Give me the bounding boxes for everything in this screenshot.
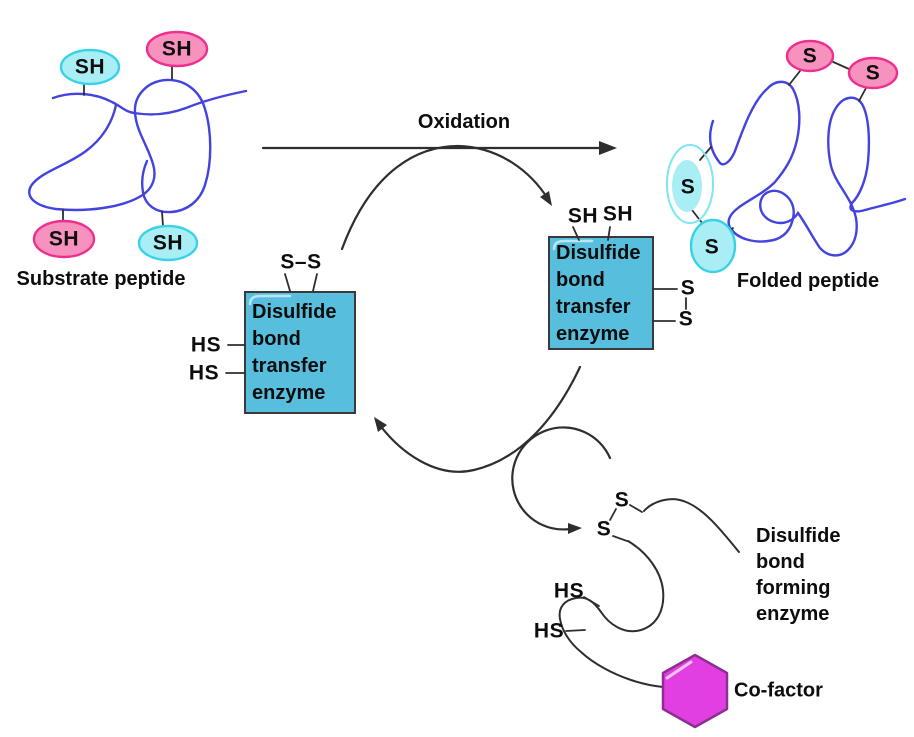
folded-thiol-pink-2 bbox=[847, 56, 899, 90]
forming-s2-link bbox=[612, 535, 628, 542]
forming-hs-label-1: HS bbox=[553, 579, 585, 603]
cycle-arrow-top-group bbox=[340, 144, 552, 251]
cycle-arrow-return-curve bbox=[377, 365, 582, 473]
folded-chain-tangle bbox=[709, 80, 907, 257]
transfer-enzyme-left-label: Disulfide bond transfer enzyme bbox=[252, 301, 337, 404]
substrate-chain-top-strand bbox=[51, 89, 248, 116]
oxidation-arrow-group bbox=[261, 141, 617, 155]
folded-peptide-group bbox=[666, 39, 907, 274]
folded-s-label-a: S bbox=[802, 44, 818, 68]
folded-thiol-pink-1 bbox=[785, 39, 835, 73]
folded-s-label-d: S bbox=[704, 235, 720, 259]
oxidation-label: Oxidation bbox=[417, 111, 511, 133]
forming-enzyme-group bbox=[558, 498, 740, 729]
substrate-peptide-label: Substrate peptide bbox=[16, 268, 186, 290]
forming-s-label-1: S bbox=[614, 488, 630, 512]
right-enzyme-s-label-1: S bbox=[680, 276, 696, 300]
forming-s-label-2: S bbox=[596, 517, 612, 541]
left-enzyme-hs-label-1: HS bbox=[190, 333, 222, 357]
folded-thiol-cyan-2 bbox=[689, 218, 737, 274]
cofactor-label: Co-factor bbox=[734, 679, 823, 702]
cycle-arrow-loop-head bbox=[568, 523, 582, 534]
folded-thiol-cyan-glow bbox=[666, 144, 714, 224]
left-ss-link-2 bbox=[312, 273, 318, 292]
cycle-arrow-return-head bbox=[374, 417, 387, 432]
substrate-sh-label-2: SH bbox=[161, 37, 193, 61]
transfer-enzyme-right-box bbox=[548, 236, 654, 350]
cycle-arrow-loop-group bbox=[511, 426, 612, 534]
folded-ss-top-bond bbox=[830, 60, 850, 70]
cofactor-hexagon-sheen bbox=[665, 660, 693, 680]
forming-hs2-link bbox=[565, 629, 586, 632]
transfer-enzyme-right-sheen bbox=[552, 239, 594, 251]
folded-s-b-link bbox=[858, 87, 867, 102]
right-sh2-link bbox=[607, 226, 611, 241]
left-ss-link-1 bbox=[284, 273, 291, 292]
substrate-sh-label-4: SH bbox=[152, 231, 184, 255]
forming-chain-top-strand bbox=[643, 498, 740, 553]
substrate-thiol-pink-2 bbox=[32, 219, 96, 259]
left-enzyme-ss-label: S–S bbox=[280, 250, 322, 274]
cycle-arrow-top-curve bbox=[340, 144, 550, 251]
right-enzyme-sh-label-1: SH bbox=[567, 204, 599, 228]
transfer-enzyme-right-label: Disulfide bond transfer enzyme bbox=[556, 242, 641, 345]
right-sh1-link bbox=[572, 226, 580, 241]
forming-enzyme-label: Disulfide bond forming enzyme bbox=[756, 525, 841, 625]
oxidation-arrow-head bbox=[599, 141, 617, 155]
cycle-arrow-loop-curve bbox=[511, 426, 612, 531]
substrate-sh-label-3: SH bbox=[48, 227, 80, 251]
substrate-thiol-pink-1 bbox=[145, 30, 209, 68]
folded-s-label-c: S bbox=[680, 175, 696, 199]
forming-chain-bottom-strand bbox=[558, 540, 665, 688]
forming-hs-label-2: HS bbox=[533, 619, 565, 643]
folded-s-a-link bbox=[788, 70, 801, 86]
folded-thiol-cyan-1 bbox=[672, 160, 702, 212]
forming-s1-link bbox=[629, 504, 643, 513]
folded-s-label-b: S bbox=[865, 61, 881, 85]
substrate-thiol-cyan-1 bbox=[59, 48, 121, 86]
folded-peptide-label: Folded peptide bbox=[736, 270, 880, 292]
cofactor-hexagon bbox=[661, 653, 729, 729]
cycle-arrow-return-group bbox=[374, 365, 582, 473]
left-enzyme-hs-label-2: HS bbox=[188, 361, 220, 385]
cycle-arrow-top-head bbox=[540, 191, 552, 206]
substrate-thiol-cyan-2 bbox=[137, 224, 199, 262]
substrate-peptide-group bbox=[28, 30, 248, 262]
substrate-sh4-bond bbox=[161, 211, 164, 227]
right-enzyme-s-label-2: S bbox=[678, 307, 694, 331]
substrate-chain-tangle bbox=[28, 78, 212, 214]
transfer-enzyme-right-group bbox=[548, 226, 687, 350]
transfer-enzyme-left-box bbox=[244, 291, 356, 414]
right-enzyme-sh-label-2: SH bbox=[602, 202, 634, 226]
forming-ss-bond bbox=[609, 508, 617, 521]
forming-hs1-link bbox=[583, 596, 600, 607]
substrate-sh-label-1: SH bbox=[74, 55, 106, 79]
transfer-enzyme-left-group bbox=[225, 273, 356, 414]
transfer-enzyme-left-sheen bbox=[248, 294, 292, 306]
